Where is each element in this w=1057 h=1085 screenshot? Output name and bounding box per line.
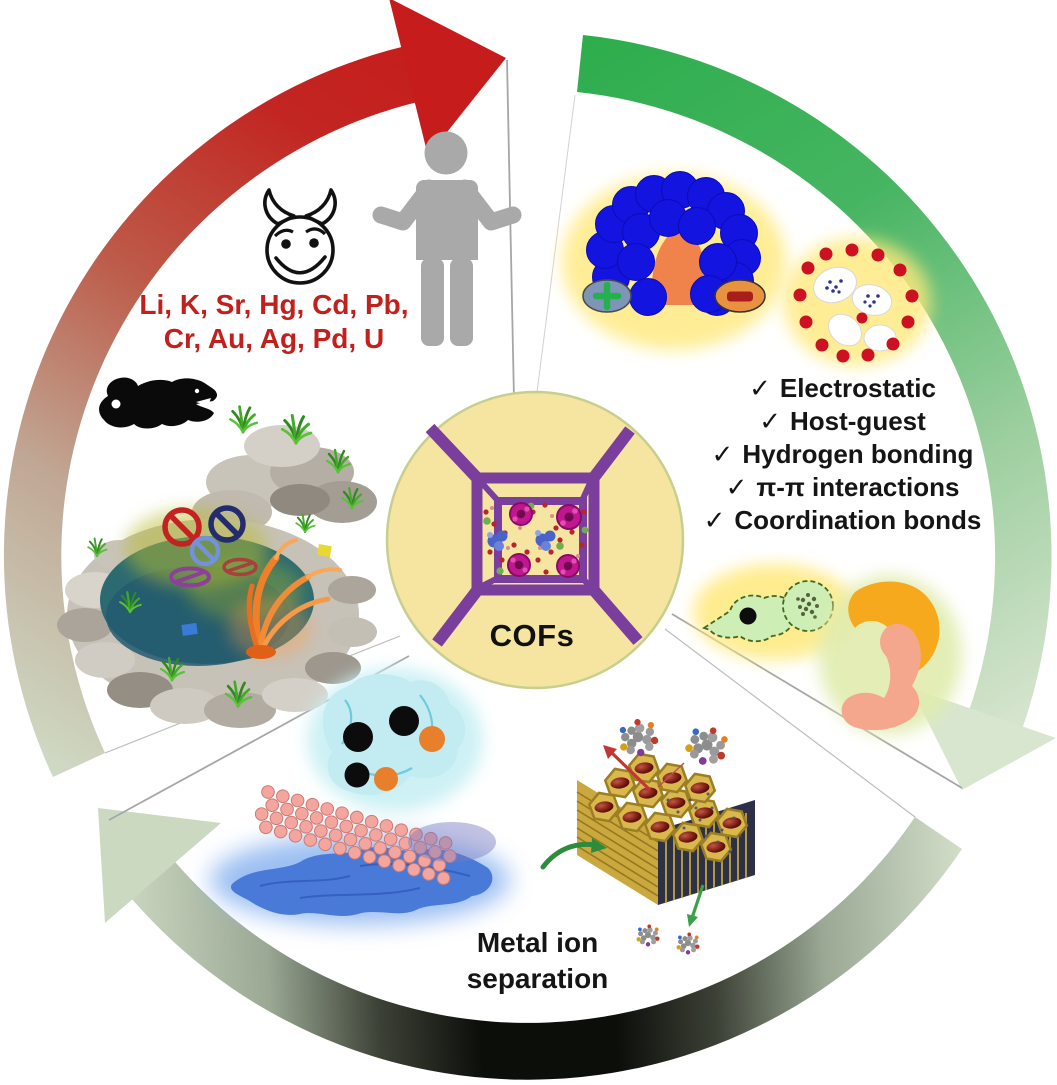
minus-site <box>714 279 766 313</box>
green-arrowhead-icon <box>911 688 1056 790</box>
lock-key-illustration <box>818 575 962 735</box>
toxic-ions-list: Li, K, Sr, Hg, Cd, Pb, Cr, Au, Ag, Pd, U <box>124 288 424 356</box>
list-item: ✓ π-π interactions <box>660 471 1025 504</box>
release-arrow-up <box>603 745 685 792</box>
list-item-label: Electrostatic <box>779 373 936 403</box>
check-icon: ✓ <box>749 373 771 403</box>
interaction-mechanisms-list: ✓Electrostatic ✓Host-guest ✓Hydrogen bon… <box>660 372 1025 537</box>
check-icon: ✓ <box>725 472 748 502</box>
divider-top-2 <box>535 94 576 401</box>
magenta-flowers <box>507 502 582 578</box>
guest-shape <box>841 623 921 731</box>
crocodile-icon <box>99 377 218 429</box>
pale-arrowhead-icon <box>98 808 221 923</box>
toxic-ions-line1: Li, K, Sr, Hg, Cd, Pb, <box>139 289 409 320</box>
center-cof-badge <box>385 390 685 690</box>
center-label: COFs <box>489 618 575 653</box>
check-icon: ✓ <box>703 505 726 535</box>
green-arc-arrow <box>577 35 1056 790</box>
list-item-label: Coordination bonds <box>734 505 982 535</box>
electrostatic-illustration <box>562 171 786 350</box>
list-item-label: Host-guest <box>790 406 926 436</box>
separation-label-line1: Metal ion <box>476 927 599 958</box>
list-item-label: π-π interactions <box>756 472 960 502</box>
cof-frame-icon <box>425 423 643 647</box>
metal-ion-separation-label: Metal ion separation <box>425 925 650 997</box>
uptake-arrow-curved <box>540 838 607 870</box>
hydrated-ion-illustration <box>783 238 931 366</box>
divider-right-2 <box>664 628 916 818</box>
no-entry-signs <box>162 505 258 588</box>
list-item: ✓ Coordination bonds <box>660 504 1025 537</box>
cycle-arrows <box>3 0 1056 1080</box>
list-item: ✓ Host-guest <box>660 405 1025 438</box>
list-item: ✓ Electrostatic <box>660 372 1025 405</box>
release-arrow-down <box>687 884 705 927</box>
membrane-separation-illustration <box>210 668 510 925</box>
list-item-label: Hydrogen bonding <box>742 439 974 469</box>
red-arc-arrow <box>3 0 506 777</box>
plus-ion <box>582 279 632 313</box>
check-icon: ✓ <box>759 406 781 436</box>
check-icon: ✓ <box>711 439 734 469</box>
separation-label-line2: separation <box>466 963 609 994</box>
cof-molecule-cluster <box>483 502 589 578</box>
person-icon <box>372 131 522 346</box>
red-arrowhead-icon <box>389 0 506 156</box>
divider-top <box>506 59 515 401</box>
blue-node <box>487 530 556 551</box>
honeycomb-cof-illustration <box>540 716 755 955</box>
toxic-ions-line2: Cr, Au, Ag, Pd, U <box>163 323 385 354</box>
bottom-arc-arrow <box>98 808 962 1080</box>
polluted-pond-illustration <box>57 405 377 728</box>
devil-face-icon <box>263 188 337 285</box>
list-item: ✓ Hydrogen bonding <box>660 438 1025 471</box>
host-guest-cells-illustration <box>693 564 857 660</box>
